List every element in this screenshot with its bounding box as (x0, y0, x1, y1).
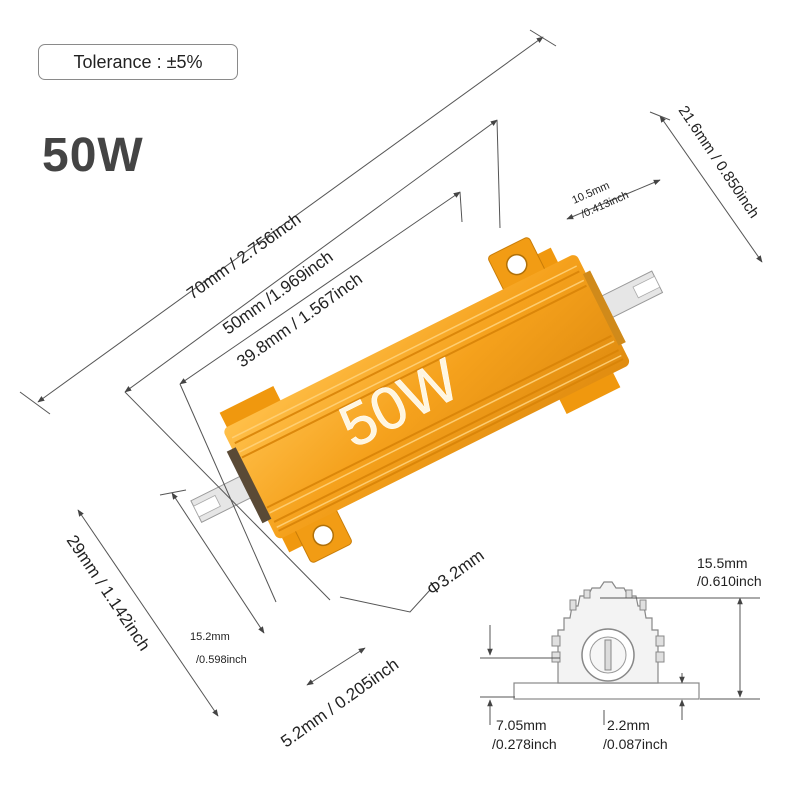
dim-tab-bottom-inch: /0.598inch (196, 654, 247, 666)
end-view-pin (604, 639, 612, 671)
end-view-illustration (513, 581, 700, 700)
dimension-lines (19, 29, 763, 717)
end-dim-base-mm: 7.05mm (496, 717, 547, 733)
dim-hole-diameter: Φ3.2mm (423, 546, 487, 600)
dim-tab-offset: 5.2mm / 0.205inch (277, 655, 402, 752)
end-dim-base-inch: /0.278inch (492, 736, 557, 752)
end-dim-tab-thick-inch: /0.087inch (603, 736, 668, 752)
dim-width-side: 29mm / 1.142inch (63, 532, 154, 655)
mounting-hole-bottom (312, 524, 334, 547)
end-view-dimension-lines (480, 597, 760, 725)
end-dim-tab-thick-mm: 2.2mm (607, 717, 650, 733)
dim-width-top: 21.6mm / 0.850inch (675, 103, 763, 222)
end-dim-height-inch: /0.610inch (697, 573, 762, 589)
end-dim-height-mm: 15.5mm (697, 555, 748, 571)
dim-tab-bottom-mm: 15.2mm (190, 631, 230, 643)
end-view-base (513, 682, 700, 700)
end-view-fins (551, 589, 665, 663)
